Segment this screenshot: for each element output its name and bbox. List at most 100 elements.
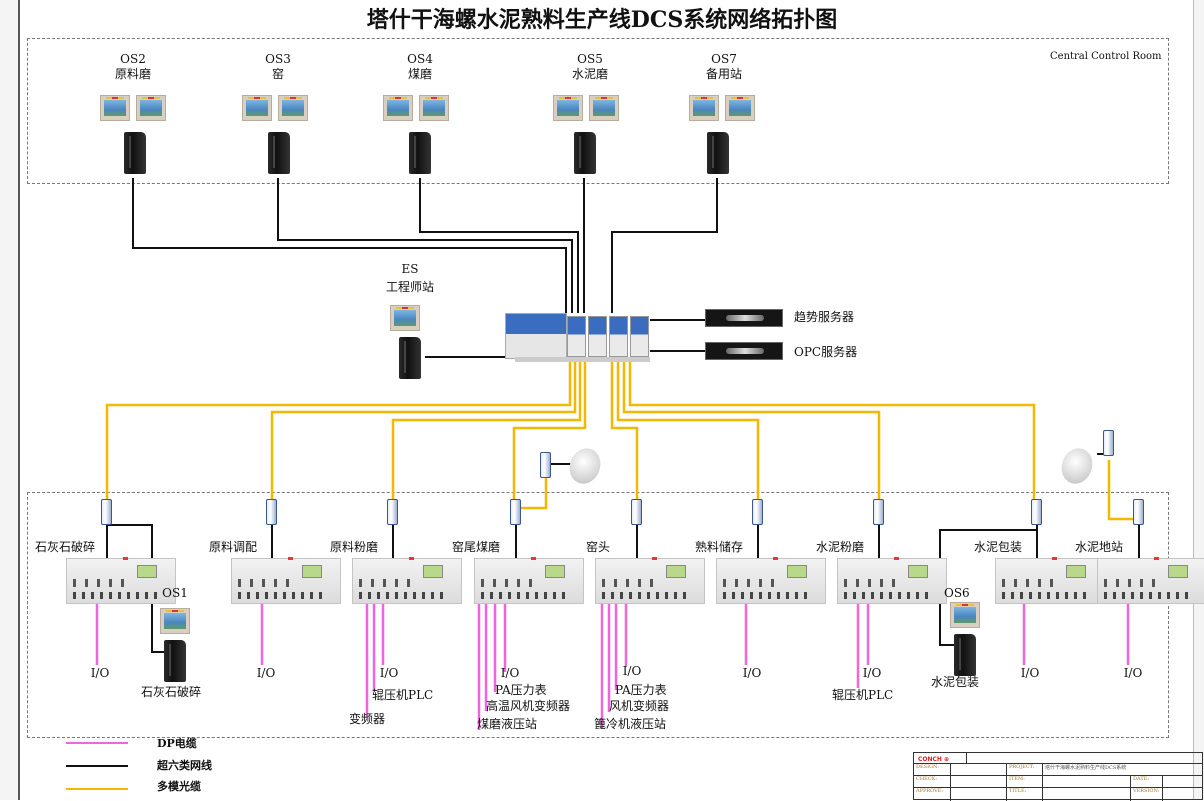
monitor-icon (242, 95, 272, 121)
io-label: I/O (500, 666, 520, 680)
fiber-converter-icon (101, 499, 112, 525)
fiber-converter-icon (873, 499, 884, 525)
device-label: 篦冷机液压站 (594, 717, 667, 731)
cable-os3 (277, 178, 573, 313)
pc-tower-icon (409, 132, 431, 174)
central-control-room-label: Central Control Room (1050, 51, 1162, 62)
station-name: 原料调配 (209, 540, 258, 554)
station-id: OS5 (577, 52, 603, 66)
fiber-converter-icon (1133, 499, 1144, 525)
station-id: ES (401, 262, 419, 276)
monitor-icon (390, 305, 420, 331)
station-id: OS4 (407, 52, 433, 66)
monitor-icon (278, 95, 308, 121)
monitor-icon (136, 95, 166, 121)
station-name: 水泥包装 (930, 675, 980, 689)
plc-controller-icon (66, 557, 176, 604)
field-zone (27, 492, 1169, 738)
pc-tower-icon (124, 132, 146, 174)
rack-server-icon (705, 342, 783, 360)
station-name: 熟料储存 (695, 540, 744, 554)
legend-swatch-dp (66, 742, 128, 744)
monitor-icon (589, 95, 619, 121)
station-name: 原料粉磨 (330, 540, 379, 554)
io-label: I/O (1020, 666, 1040, 680)
io-label: I/O (90, 666, 110, 680)
io-label: I/O (742, 666, 762, 680)
core-switch[interactable] (505, 313, 650, 362)
plc-controller-icon (995, 557, 1105, 604)
legend-label: 多模光缆 (157, 780, 201, 793)
device-label: 风机变频器 (609, 699, 670, 713)
monitor-icon (689, 95, 719, 121)
device-label: 高温风机变频器 (486, 699, 571, 713)
pc-tower-icon (707, 132, 729, 174)
device-label: 辊压机PLC (832, 688, 894, 702)
legend-label: 超六类网线 (157, 759, 212, 772)
legend-label: DP电缆 (157, 737, 197, 750)
cable-os4 (419, 178, 579, 313)
station-name: 窑头 (586, 540, 611, 554)
fiber-converter-icon (1031, 499, 1042, 525)
right-scrollbar[interactable] (1193, 0, 1204, 800)
server-label: OPC服务器 (794, 345, 858, 359)
station-name: 石灰石破碎 (140, 685, 202, 699)
pc-tower-icon (954, 634, 976, 676)
station-name: 窑尾煤磨 (452, 540, 501, 554)
fiber-cables (105, 362, 1136, 521)
monitor-icon (160, 608, 190, 634)
plc-controller-icon (474, 557, 584, 604)
monitor-icon (419, 95, 449, 121)
diagram-title: 塔什干海螺水泥熟料生产线DCS系统网络拓扑图 (366, 7, 838, 33)
station-name: 水泥包装 (974, 540, 1023, 554)
central-control-room-zone (27, 38, 1169, 184)
io-label: I/O (256, 666, 276, 680)
device-label: 煤磨液压站 (477, 717, 538, 731)
pc-tower-icon (574, 132, 596, 174)
fiber-converter-icon (540, 452, 551, 478)
io-label: I/O (1123, 666, 1143, 680)
station-id: OS3 (265, 52, 291, 66)
station-name: 石灰石破碎 (35, 540, 96, 554)
legend-swatch-fiber (66, 788, 128, 790)
server-label: 趋势服务器 (794, 310, 855, 324)
station-name: 窑 (271, 67, 285, 81)
fiber-converter-icon (387, 499, 398, 525)
dp-cables (95, 603, 1130, 730)
plc-controller-icon (837, 557, 947, 604)
device-label: PA压力表 (495, 683, 547, 697)
pc-tower-icon (268, 132, 290, 174)
device-label: PA压力表 (615, 683, 667, 697)
cable-os7 (611, 178, 718, 313)
monitor-icon (950, 602, 980, 628)
cable-os2 (132, 178, 567, 313)
legend-swatch-ethernet (66, 765, 128, 767)
io-label: I/O (622, 664, 642, 678)
station-id: OS2 (120, 52, 146, 66)
station-name: 水泥磨 (571, 67, 609, 81)
plc-controller-icon (231, 557, 341, 604)
fiber-converter-icon (631, 499, 642, 525)
station-id: OS7 (711, 52, 737, 66)
station-name: 工程师站 (385, 280, 435, 294)
device-label: 变频器 (349, 712, 386, 726)
monitor-icon (383, 95, 413, 121)
monitor-icon (725, 95, 755, 121)
io-label: I/O (379, 666, 399, 680)
rack-server-icon (705, 309, 783, 327)
fiber-converter-icon (752, 499, 763, 525)
plc-controller-icon (352, 557, 462, 604)
plc-controller-icon (716, 557, 826, 604)
station-name: 水泥地站 (1075, 540, 1124, 554)
title-block: CONCH ⊕ DESIGN: PROJECT: 塔什干海螺水泥熟料生产线DCS… (913, 752, 1203, 801)
station-name: 备用站 (705, 67, 743, 81)
station-name: 煤磨 (407, 67, 433, 81)
plc-controller-icon (595, 557, 705, 604)
fiber-converter-icon (266, 499, 277, 525)
monitor-icon (100, 95, 130, 121)
fiber-converter-icon (510, 499, 521, 525)
station-id: OS1 (162, 586, 188, 600)
station-name: 水泥粉磨 (816, 540, 865, 554)
io-label: I/O (862, 666, 882, 680)
